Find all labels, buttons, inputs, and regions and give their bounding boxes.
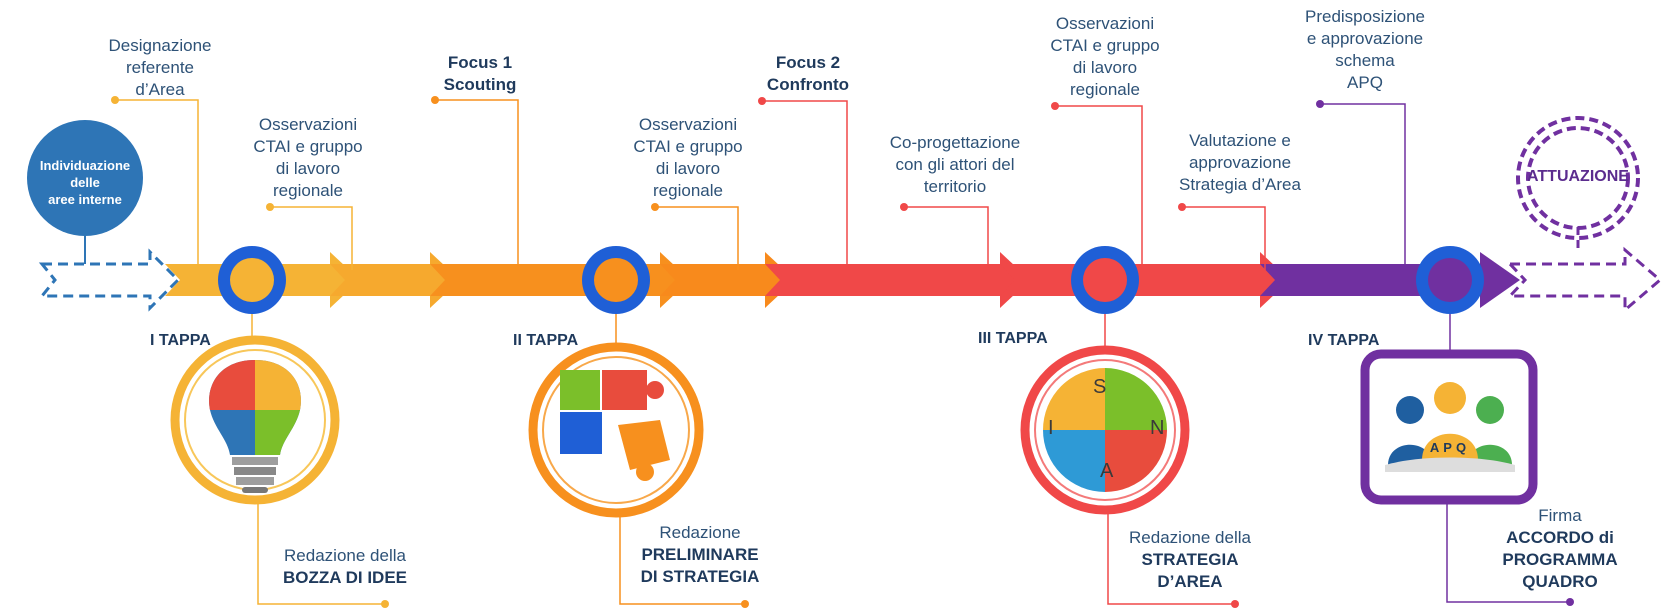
top-label-osservazioni-2: Osservazioni CTAI e gruppo di lavoro reg… — [623, 114, 753, 202]
label-line: e approvazione — [1306, 29, 1424, 48]
label-line: Osservazioni — [258, 115, 358, 134]
top-label-valutazione: Valutazione e approvazione Strategia d’A… — [1160, 130, 1320, 196]
apq-people-image — [1360, 349, 1538, 505]
label-line: Redazione della — [284, 546, 406, 565]
stage-node-2 — [582, 246, 650, 314]
label-line: di lavoro — [655, 159, 721, 178]
apq-label: APQ — [1429, 440, 1471, 455]
bottom-label-accordo: Firma ACCORDO di PROGRAMMA QUADRO — [1480, 505, 1640, 593]
bottom-label-bozza: Redazione della BOZZA DI IDEE — [265, 545, 425, 589]
bulb-puzzle-image — [170, 335, 340, 505]
label-line: ACCORDO di — [1506, 528, 1614, 547]
top-label-focus-2: Focus 2 Confronto — [748, 52, 868, 96]
snai-letter-a: A — [1100, 460, 1114, 482]
label-line: PRELIMINARE — [641, 545, 759, 564]
top-label-predisposizione: Predisposizione e approvazione schema AP… — [1290, 6, 1440, 94]
label-line: Designazione — [108, 36, 212, 55]
snai-puzzle-image — [1020, 345, 1190, 515]
label-line: D’AREA — [1157, 572, 1223, 591]
label-line: QUADRO — [1522, 572, 1598, 591]
band-red-2 — [1000, 252, 1290, 308]
label-line: Firma — [1538, 506, 1582, 525]
start-circle-line3: aree interne — [48, 192, 122, 207]
bottom-label-preliminare: Redazione PRELIMINARE DI STRATEGIA — [625, 522, 775, 588]
stage-node-4 — [1416, 246, 1484, 314]
label-line: APQ — [1347, 73, 1383, 92]
stage-label-4: IV TAPPA — [1308, 332, 1380, 349]
label-line: regionale — [1070, 80, 1140, 99]
label-line: Strategia d’Area — [1179, 175, 1301, 194]
top-label-designazione: Designazione referente d’Area — [90, 35, 230, 101]
band-orange-2 — [660, 252, 795, 308]
top-label-osservazioni-3: Osservazioni CTAI e gruppo di lavoro reg… — [1040, 13, 1170, 101]
label-line: territorio — [923, 177, 987, 196]
bottom-label-strategia: Redazione della STRATEGIA D’AREA — [1115, 527, 1265, 593]
label-line: Predisposizione — [1304, 7, 1425, 26]
stage-node-1 — [218, 246, 286, 314]
band-orange — [430, 252, 690, 308]
label-line: DI STRATEGIA — [640, 567, 760, 586]
top-label-focus-1: Focus 1 Scouting — [420, 52, 540, 96]
stage-label-2: II TAPPA — [513, 332, 579, 349]
label-line: referente — [125, 58, 195, 77]
bottom-connector-dots — [381, 598, 1574, 608]
label-line: regionale — [273, 181, 343, 200]
label-line: Redazione della — [1129, 528, 1251, 547]
label-line: BOZZA DI IDEE — [282, 568, 408, 587]
label-line: Osservazioni — [638, 115, 738, 134]
snai-letter-s: S — [1093, 376, 1107, 398]
top-label-co-progettazione: Co-progettazione con gli attori del terr… — [870, 132, 1040, 198]
start-circle-label: Individuazione delle aree interne — [27, 157, 143, 208]
label-line: d’Area — [135, 80, 185, 99]
label-line: schema — [1335, 51, 1395, 70]
label-line: approvazione — [1188, 153, 1292, 172]
start-dashed-arrow — [38, 248, 181, 312]
label-line: Focus 1 — [447, 53, 513, 72]
label-line: CTAI e gruppo — [253, 137, 363, 156]
label-line: CTAI e gruppo — [1050, 36, 1160, 55]
stage-label-3: III TAPPA — [978, 330, 1048, 347]
start-circle — [27, 120, 143, 236]
attuazione-circle-outer — [1516, 116, 1640, 240]
label-line: PROGRAMMA — [1502, 550, 1618, 569]
label-line: Focus 2 — [775, 53, 841, 72]
snai-letter-i: I — [1048, 417, 1054, 439]
snai-letter-n: N — [1150, 417, 1165, 439]
end-dashed-arrow — [1506, 246, 1663, 314]
label-line: di lavoro — [1072, 58, 1138, 77]
band-yellow-2 — [330, 252, 460, 308]
start-circle-line2: delle — [70, 175, 100, 190]
stage-label-1: I TAPPA — [150, 332, 211, 349]
attuazione-label: ATTUAZIONE — [1527, 168, 1629, 185]
label-line: Co-progettazione — [889, 133, 1021, 152]
puzzle-pieces-image — [528, 342, 704, 518]
label-line: regionale — [653, 181, 723, 200]
top-label-osservazioni-1: Osservazioni CTAI e gruppo di lavoro reg… — [243, 114, 373, 202]
stage-node-3 — [1071, 246, 1139, 314]
label-line: con gli attori del — [895, 155, 1015, 174]
bottom-connectors — [251, 314, 1570, 605]
top-connectors — [115, 99, 1406, 270]
label-line: STRATEGIA — [1141, 550, 1239, 569]
label-line: Osservazioni — [1055, 14, 1155, 33]
label-line: CTAI e gruppo — [633, 137, 743, 156]
label-line: Confronto — [766, 75, 850, 94]
label-line: Valutazione e — [1189, 131, 1291, 150]
band-red — [765, 252, 1030, 308]
label-line: Scouting — [443, 75, 517, 94]
start-circle-line1: Individuazione — [39, 158, 131, 173]
label-line: Redazione — [659, 523, 741, 542]
top-connector-dots — [111, 96, 1324, 211]
label-line: di lavoro — [275, 159, 341, 178]
